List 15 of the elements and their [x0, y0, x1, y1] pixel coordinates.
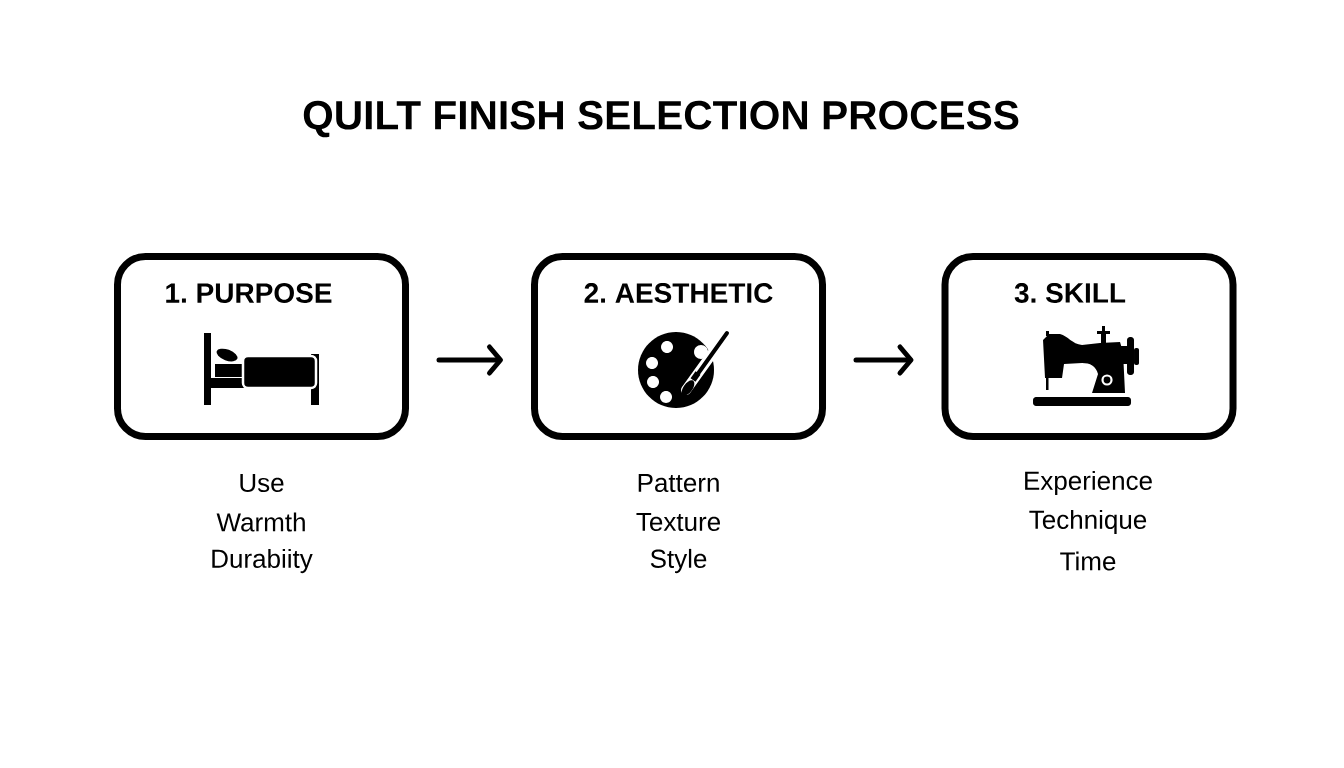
diagram-title: QUILT FINISH SELECTION PROCESS	[303, 100, 1019, 138]
arrow	[853, 344, 914, 376]
process-box: 1. PURPOSE	[114, 253, 409, 440]
criterion-text: Time	[1060, 551, 1116, 571]
criterion-text: Pattern	[638, 473, 719, 493]
criterion-text: Warmth	[216, 512, 305, 532]
arrow	[436, 344, 503, 376]
criterion-text: Experience	[1025, 470, 1152, 496]
criterion-text: Style	[650, 548, 707, 574]
criterion-text: Durabiity	[212, 548, 313, 574]
process-box: 2. AESTHETIC	[531, 253, 826, 440]
criterion-text: Technique	[1029, 509, 1147, 535]
criterion-text: Texture	[636, 512, 720, 532]
criterion-text: Use	[240, 473, 284, 493]
process-box: 3. SKILL	[941, 253, 1237, 440]
